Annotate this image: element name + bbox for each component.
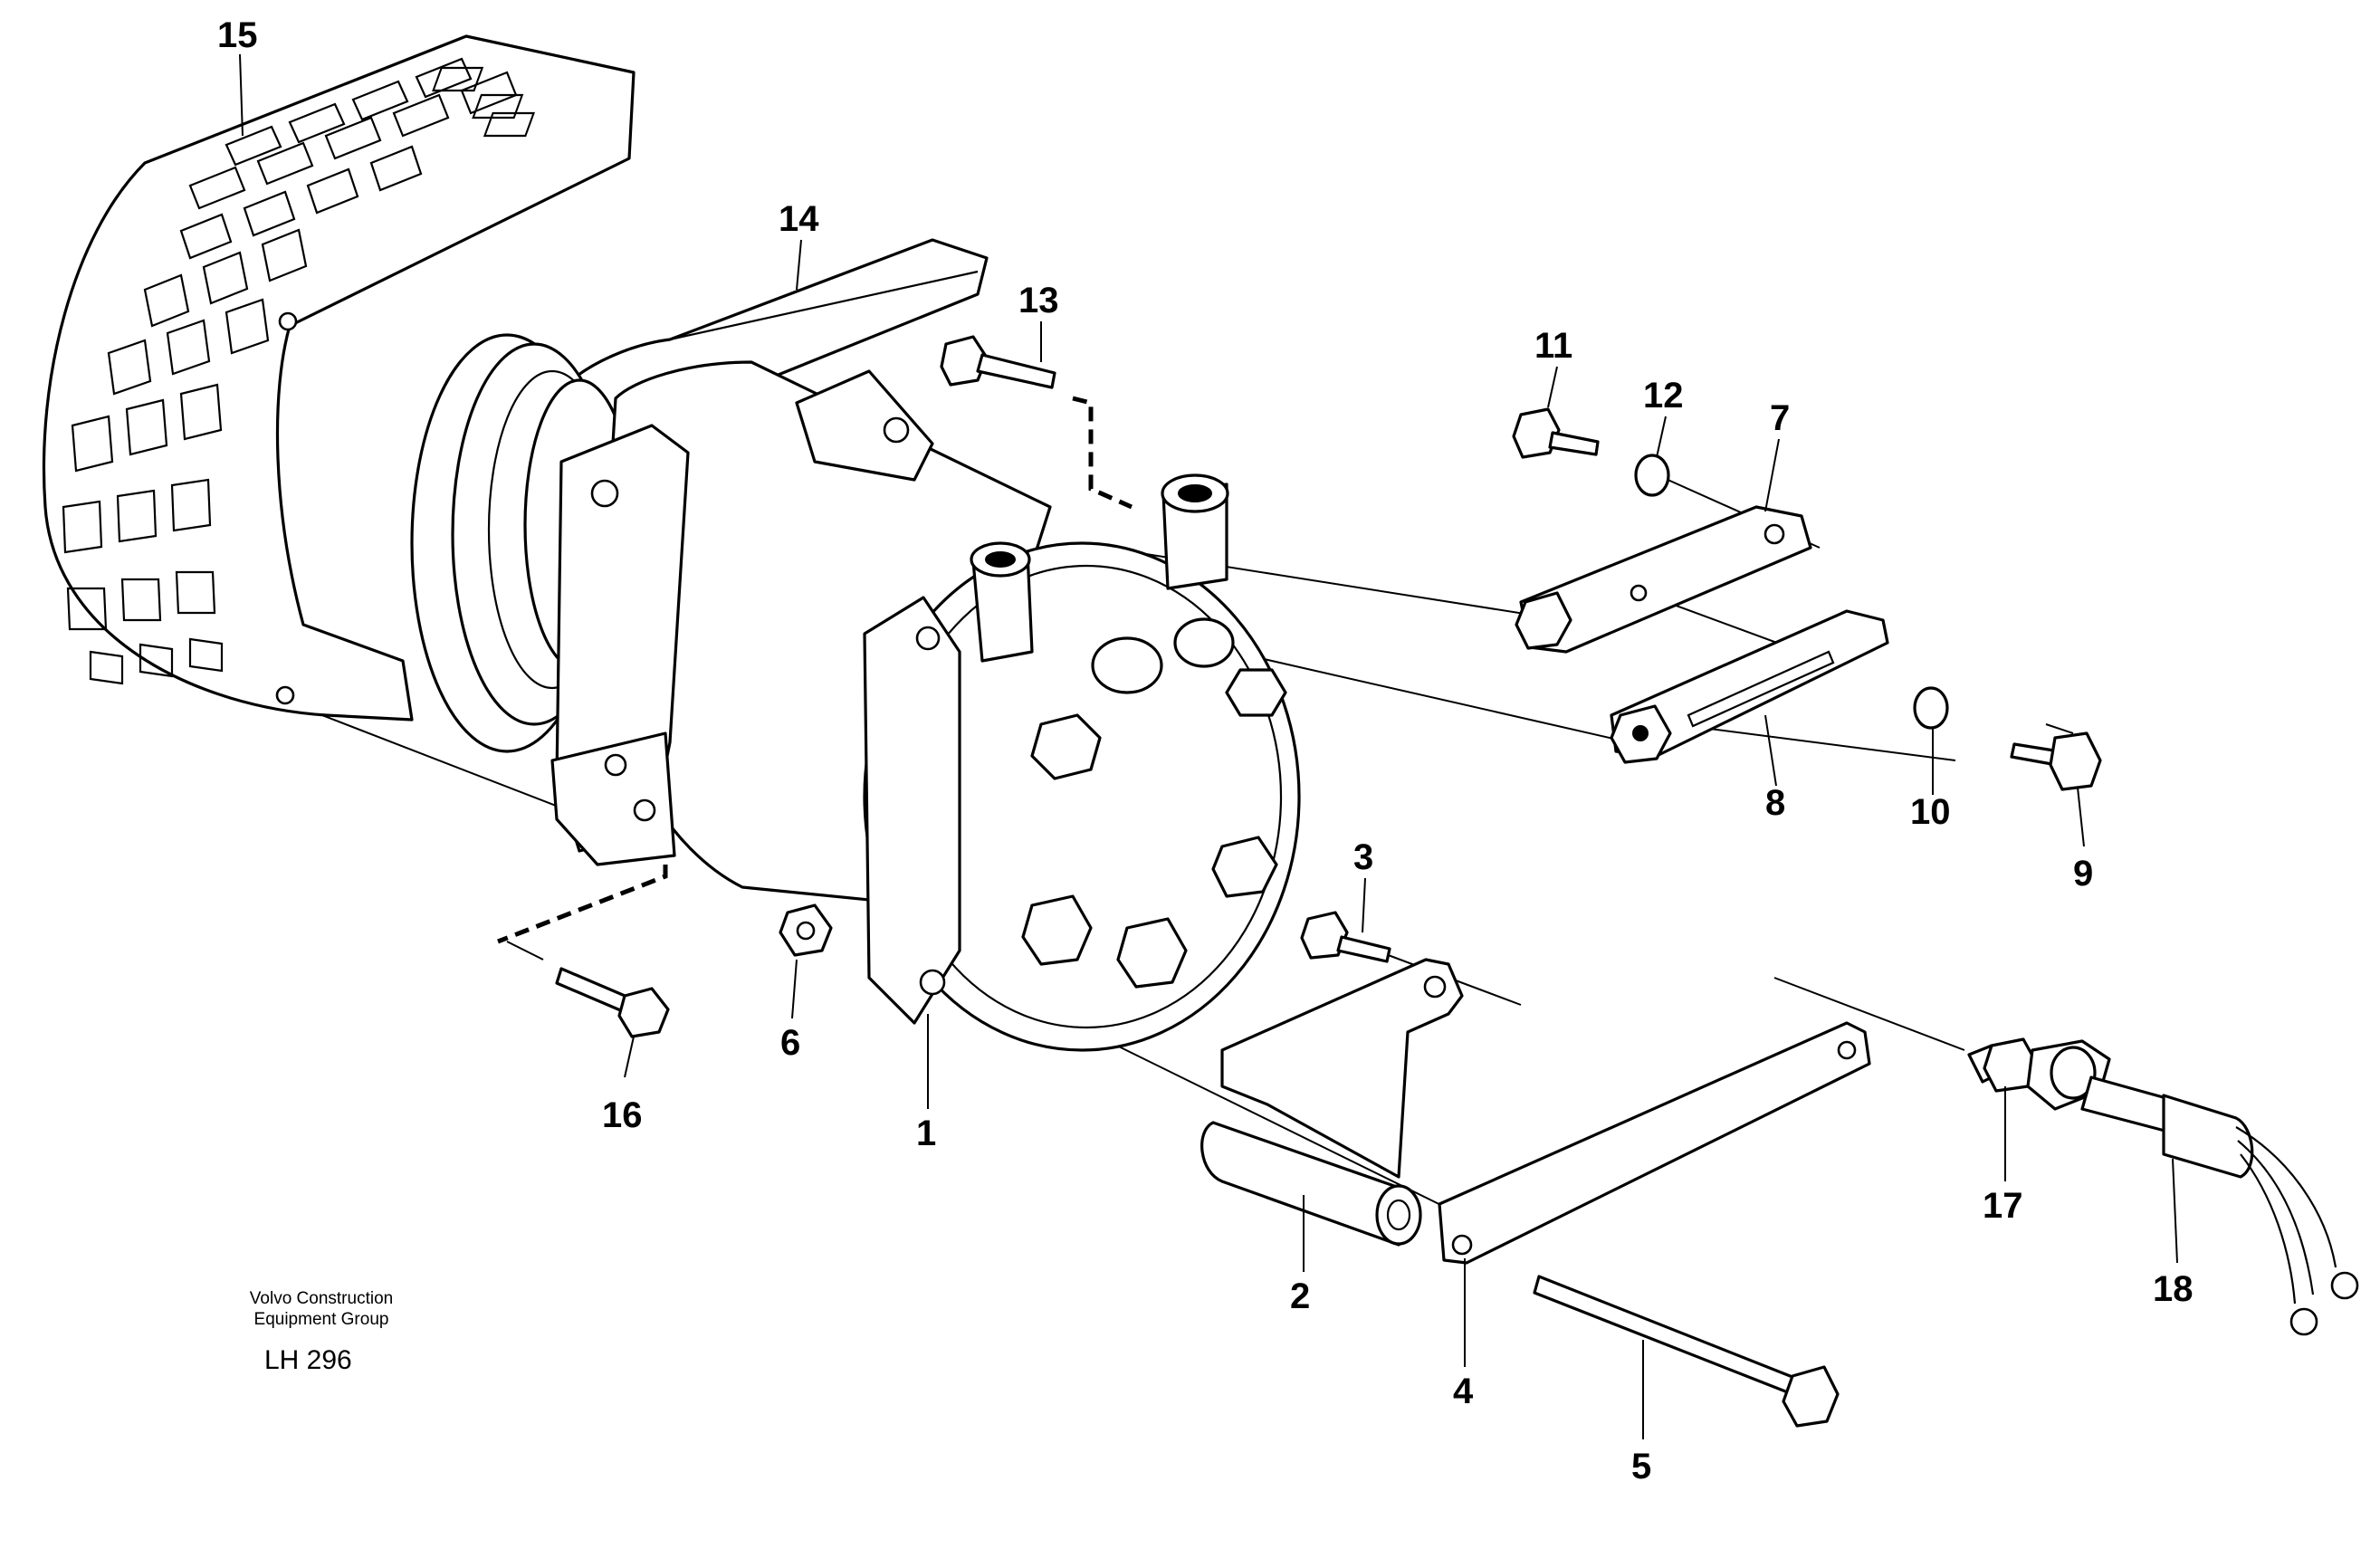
callout-18: 18	[2153, 1269, 2194, 1309]
strap-part-7	[1515, 505, 1812, 654]
washer-part-12	[1634, 454, 1670, 497]
callout-10: 10	[1910, 792, 1951, 832]
callout-13: 13	[1018, 281, 1059, 320]
leader-lines	[239, 53, 2178, 1439]
bolt-part-9	[2010, 731, 2102, 791]
caption-line-1: Volvo Construction	[250, 1289, 393, 1308]
callout-17: 17	[1983, 1186, 2023, 1226]
callout-4: 4	[1453, 1372, 1474, 1411]
pressure-switch-part-17	[1967, 1037, 2111, 1111]
callout-6: 6	[780, 1023, 800, 1063]
callout-8: 8	[1765, 783, 1785, 823]
compressor-part-1	[410, 333, 1301, 1052]
slotted-bracket-part-8	[1610, 609, 1889, 764]
head-bolts	[1021, 668, 1287, 989]
callout-15: 15	[217, 15, 258, 55]
callout-7: 7	[1770, 398, 1790, 438]
manufacturer-caption: Volvo Construction Equipment Group LH 29…	[250, 1289, 393, 1375]
callout-2: 2	[1290, 1276, 1310, 1316]
drawing-code: LH 296	[264, 1345, 352, 1375]
callout-9: 9	[2073, 854, 2093, 894]
caption-line-2: Equipment Group	[254, 1310, 389, 1329]
guard-grille	[62, 57, 536, 685]
callouts: 15 14 13 11 12 7 8 10 9 3 6 16 1 2 4 5 1…	[217, 15, 2194, 1486]
strap-part-4	[1438, 1021, 1871, 1265]
washer-part-10	[1913, 686, 1949, 730]
callout-12: 12	[1643, 376, 1684, 416]
dashed-connectors	[497, 396, 1133, 944]
nut-part-6	[779, 903, 833, 957]
bolt-part-16	[555, 967, 670, 1038]
callout-16: 16	[602, 1095, 643, 1135]
callout-3: 3	[1353, 837, 1373, 877]
callout-14: 14	[779, 199, 819, 239]
bolt-part-3	[1300, 911, 1391, 963]
callout-11: 11	[1534, 326, 1572, 366]
wiring-harness-part-18	[2080, 1075, 2359, 1336]
bolt-part-13	[940, 335, 1056, 389]
callout-1: 1	[916, 1114, 936, 1153]
long-bolt-part-5	[1533, 1275, 1840, 1428]
belt-guard-part-15	[42, 34, 636, 722]
callout-5: 5	[1631, 1447, 1651, 1486]
bracket-part-2	[1200, 958, 1464, 1247]
bolt-part-11	[1512, 407, 1600, 459]
